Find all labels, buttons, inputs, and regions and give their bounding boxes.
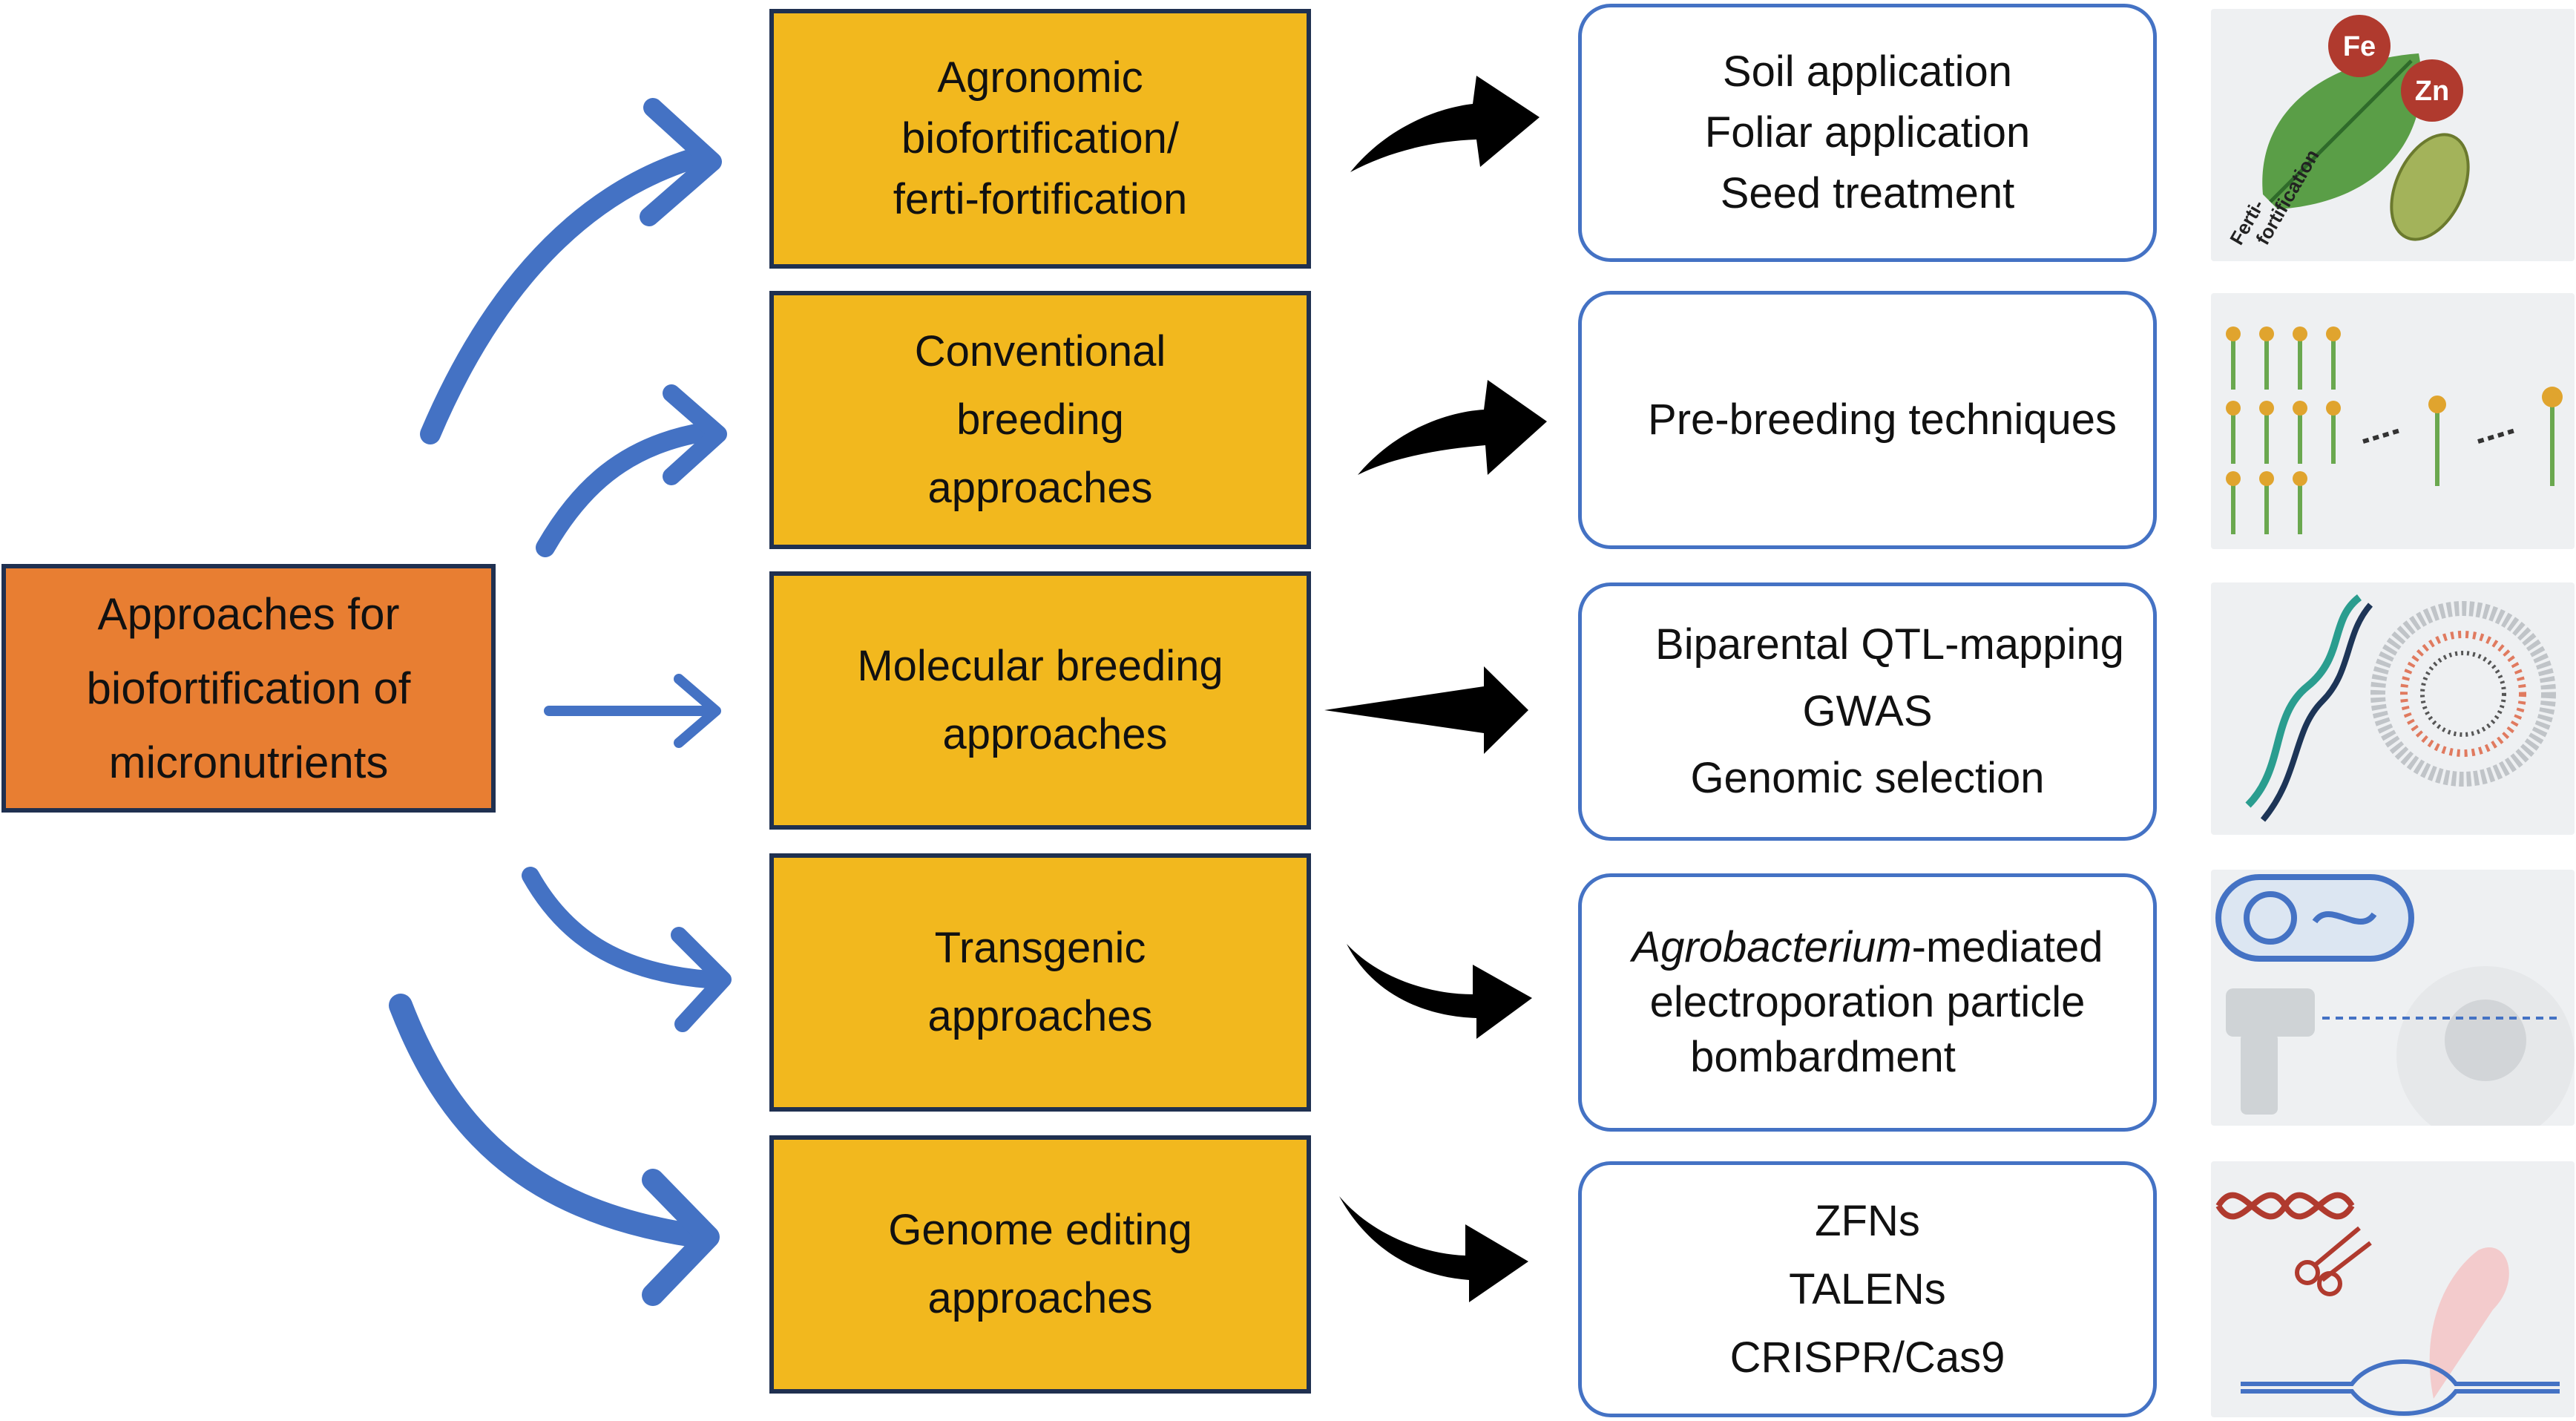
blue-arrow-to-transgenic (522, 867, 717, 988)
approach-molecular-line-2: approaches (942, 710, 1168, 758)
approach-agronomic: Agronomic biofortification/ ferti-fortif… (769, 9, 1311, 269)
plants-illustration (2226, 326, 2563, 534)
blue-arrow-head-conventional (663, 384, 727, 485)
plasmid-icon (2244, 891, 2297, 945)
method-transgenic-italic: Agrobacterium (1632, 923, 1912, 971)
method-agronomic-line-2: Foliar application (1704, 108, 2031, 157)
black-arrow-agronomic (1350, 76, 1540, 172)
approach-genome-editing: Genome editing approaches (769, 1135, 1311, 1394)
approach-transgenic-line-1: Transgenic (934, 924, 1146, 972)
method-genome-editing: ZFNs TALENs CRISPR/Cas9 (1578, 1161, 2157, 1417)
guide-rna-icon (2429, 1247, 2509, 1399)
method-agronomic-line-1: Soil application (1722, 47, 2013, 96)
gene-gun-icon (2226, 988, 2315, 1037)
approach-conventional-line-1: Conventional (914, 327, 1166, 375)
leaf-seed-illustration: Fe Zn Ferti- fortification (2225, 15, 2470, 249)
illustration-genome-editing (2211, 1161, 2575, 1417)
gene-gun-illustration (2215, 874, 2575, 1126)
black-arrow-molecular (1324, 666, 1528, 754)
black-arrow-conventional (1358, 380, 1547, 475)
method-molecular-line-2: GWAS (1802, 687, 1933, 735)
blue-arrow-to-conventional (536, 422, 714, 557)
approach-molecular: Molecular breeding approaches (769, 571, 1311, 830)
root-line-2: biofortification of (86, 663, 411, 713)
root-line-1: Approaches for (97, 588, 400, 639)
method-transgenic-line-2: electroporation particle (1649, 978, 2086, 1026)
method-transgenic: Agrobacterium-mediated electroporation p… (1578, 873, 2157, 1132)
zn-label: Zn (2415, 76, 2449, 107)
approach-conventional: Conventional breeding approaches (769, 291, 1311, 549)
root-line-3: micronutrients (108, 737, 389, 787)
method-transgenic-line-3: bombardment (1690, 1033, 1956, 1081)
illustration-fertifortification: Fe Zn Ferti- fortification (2211, 9, 2575, 261)
blue-arrow-head-agronomic (640, 98, 722, 226)
root-box: Approaches for biofortification of micro… (1, 564, 496, 813)
blue-arrow-head-transgenic (671, 927, 732, 1032)
dna-helix-icon (2245, 594, 2362, 808)
blue-arrow-head-genome-editing (642, 1169, 720, 1306)
method-molecular-line-3: Genomic selection (1690, 754, 2045, 802)
seed-icon (2390, 133, 2470, 241)
method-genome-editing-line-2: TALENs (1789, 1264, 1946, 1313)
illustration-molecular (2211, 582, 2575, 835)
approach-genome-editing-line-1: Genome editing (888, 1206, 1192, 1254)
black-arrow-transgenic (1347, 944, 1532, 1039)
blue-arrow-to-genome-editing (389, 994, 706, 1247)
blue-arrow-to-agronomic (420, 149, 700, 444)
illustration-prebreeding (2211, 293, 2575, 549)
dashed-arrow-2 (2477, 428, 2516, 444)
method-conventional: Pre-breeding techniques (1578, 291, 2157, 549)
circos-plot-icon (2370, 601, 2556, 787)
blue-arrow-head-molecular (674, 674, 721, 748)
method-molecular-line-1: Biparental QTL-mapping (1655, 620, 2124, 669)
fe-circle-icon (2328, 15, 2391, 77)
approach-transgenic-line-2: approaches (927, 992, 1153, 1040)
approach-molecular-line-1: Molecular breeding (857, 642, 1223, 690)
method-conventional-line-1: Pre-breeding techniques (1648, 396, 2117, 444)
method-transgenic-line-1: Agrobacterium-mediated (1632, 920, 2103, 975)
leaf-vein (2269, 59, 2413, 203)
approach-agronomic-line-3: ferti-fortification (893, 175, 1188, 223)
dna-genome-illustration (2245, 594, 2556, 822)
approach-conventional-line-3: approaches (927, 464, 1153, 512)
method-transgenic-rest: -mediated (1911, 923, 2103, 971)
approach-conventional-line-2: breeding (956, 396, 1124, 444)
dashed-arrow-1 (2362, 428, 2401, 444)
method-genome-editing-line-3: CRISPR/Cas9 (1729, 1333, 2005, 1382)
method-agronomic-line-3: Seed treatment (1720, 169, 2015, 217)
approach-genome-editing-line-2: approaches (927, 1274, 1153, 1322)
approach-agronomic-line-1: Agronomic (937, 53, 1143, 102)
method-molecular: Biparental QTL-mapping GWAS Genomic sele… (1578, 582, 2157, 841)
approach-agronomic-line-2: biofortification/ (901, 114, 1179, 163)
black-arrow-genome-editing (1339, 1196, 1528, 1302)
scissors-icon (2295, 1226, 2372, 1296)
method-agronomic: Soil application Foliar application Seed… (1578, 4, 2157, 262)
zn-circle-icon (2401, 59, 2463, 122)
fe-label: Fe (2343, 31, 2376, 62)
method-genome-editing-line-1: ZFNs (1815, 1196, 1920, 1245)
approach-transgenic: Transgenic approaches (769, 853, 1311, 1112)
illustration-transgenic (2211, 870, 2575, 1126)
crispr-illustration (2215, 1192, 2560, 1416)
